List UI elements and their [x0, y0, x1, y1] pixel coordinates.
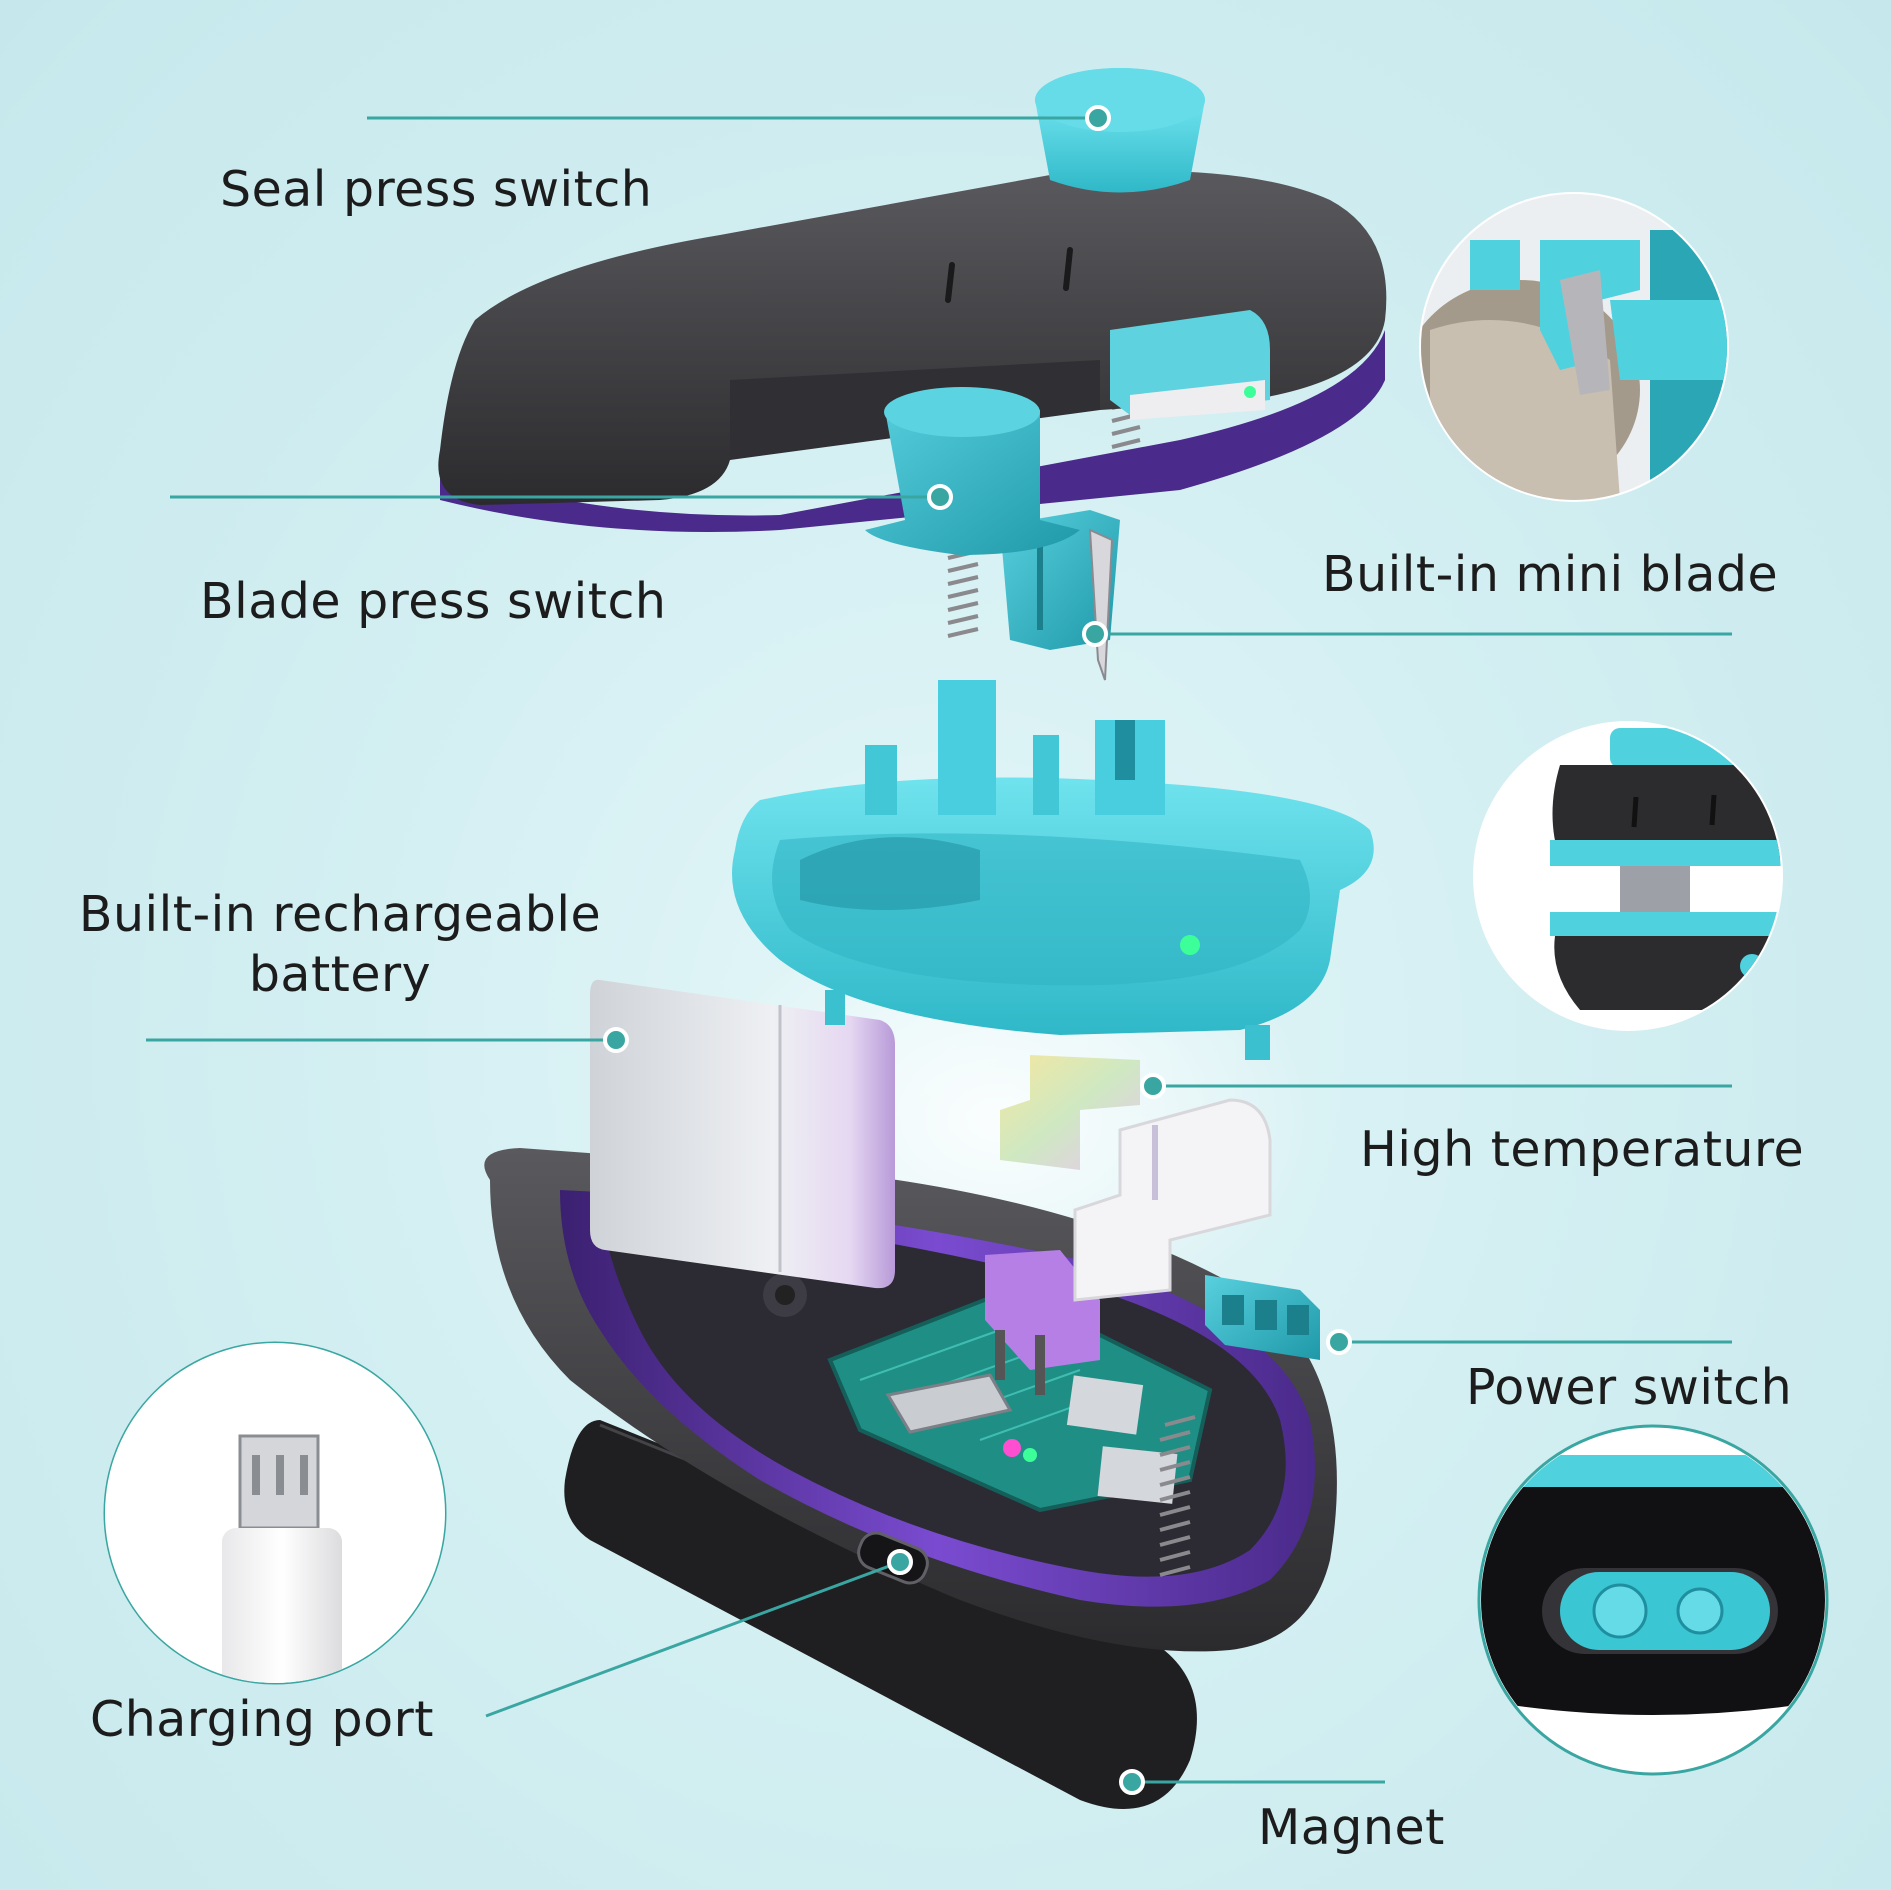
dot-charging [887, 1549, 913, 1575]
middle-frame [732, 680, 1374, 1060]
battery [590, 979, 895, 1289]
dot-battery [603, 1027, 629, 1053]
dot-power [1326, 1329, 1352, 1355]
heating-element [1000, 1055, 1272, 1302]
top-housing [438, 68, 1387, 555]
leader-line-charging [485, 1560, 901, 1718]
label-power-switch: Power switch [1466, 1359, 1793, 1416]
label-magnet: Magnet [1258, 1799, 1445, 1856]
label-seal-press-switch: Seal press switch [220, 161, 653, 218]
power-switch-part [1205, 1275, 1320, 1360]
pcb-board [827, 1250, 1213, 1513]
label-battery-line2: battery [248, 946, 432, 1003]
leader-dots [603, 105, 1352, 1795]
label-charging-port: Charging port [90, 1691, 434, 1748]
label-blade-press-switch: Blade press switch [200, 573, 667, 630]
dot-mini-blade [1082, 621, 1108, 647]
dot-magnet [1119, 1769, 1145, 1795]
label-battery-line1: Built-in rechargeable [78, 886, 602, 943]
inset-usb-plug [103, 1341, 447, 1685]
inset-power-switch [1477, 1424, 1829, 1776]
label-builtin-mini-blade: Built-in mini blade [1322, 546, 1779, 603]
inset-closed-device [1473, 721, 1783, 1031]
dot-blade-switch [927, 484, 953, 510]
label-high-temperature: High temperature [1360, 1121, 1805, 1178]
leader-lines [146, 116, 1732, 1784]
inset-blade-closeup [1419, 192, 1729, 502]
label-rechargeable-battery: Built-in rechargeable battery [60, 885, 620, 1005]
dot-high-temp [1140, 1073, 1166, 1099]
spring-bottom [1159, 1415, 1196, 1577]
dot-seal [1085, 105, 1111, 131]
